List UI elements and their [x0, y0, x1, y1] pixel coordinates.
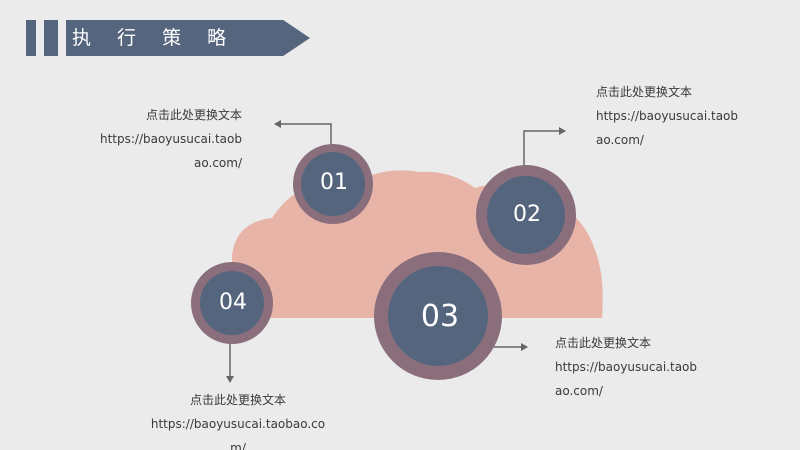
callout-03: 点击此处更换文本 https://baoyusucai.taob ao.com/	[555, 331, 715, 403]
callout-02-line1: https://baoyusucai.taob	[596, 109, 739, 123]
title-banner	[66, 20, 310, 56]
callout-01: 点击此处更换文本 https://baoyusucai.taob ao.com/	[92, 103, 242, 175]
callout-01-line2: ao.com/	[194, 156, 242, 170]
callout-04-line2: m/	[230, 441, 246, 450]
connector-01	[274, 120, 332, 148]
callout-02: 点击此处更换文本 https://baoyusucai.taob ao.com/	[596, 80, 756, 152]
node-03-label: 03	[420, 299, 460, 334]
node-02-label: 02	[513, 202, 541, 227]
callout-04-line1: https://baoyusucai.taobao.co	[150, 417, 326, 431]
callout-01-heading[interactable]: 点击此处更换文本	[145, 108, 242, 122]
callout-03-line2: ao.com/	[555, 384, 603, 398]
callout-02-line2: ao.com/	[596, 133, 644, 147]
callout-03-heading[interactable]: 点击此处更换文本	[555, 336, 652, 350]
connector-02	[523, 127, 566, 170]
node-04-circle	[191, 262, 273, 344]
accent-bar-left	[26, 20, 36, 56]
node-02-circle	[476, 165, 576, 265]
callout-01-line1: https://baoyusucai.taob	[99, 132, 242, 146]
node-01-label: 01	[320, 170, 348, 195]
callout-04: 点击此处更换文本 https://baoyusucai.taobao.co m/	[138, 388, 338, 450]
accent-bar-right	[44, 20, 58, 56]
callout-02-heading[interactable]: 点击此处更换文本	[596, 85, 693, 99]
node-01-circle	[293, 144, 373, 224]
node-03-circle	[374, 252, 502, 380]
node-04-label: 04	[219, 290, 247, 315]
callout-03-line1: https://baoyusucai.taob	[555, 360, 698, 374]
page-title: 执 行 策 略	[72, 27, 237, 49]
callout-04-heading[interactable]: 点击此处更换文本	[189, 393, 286, 407]
